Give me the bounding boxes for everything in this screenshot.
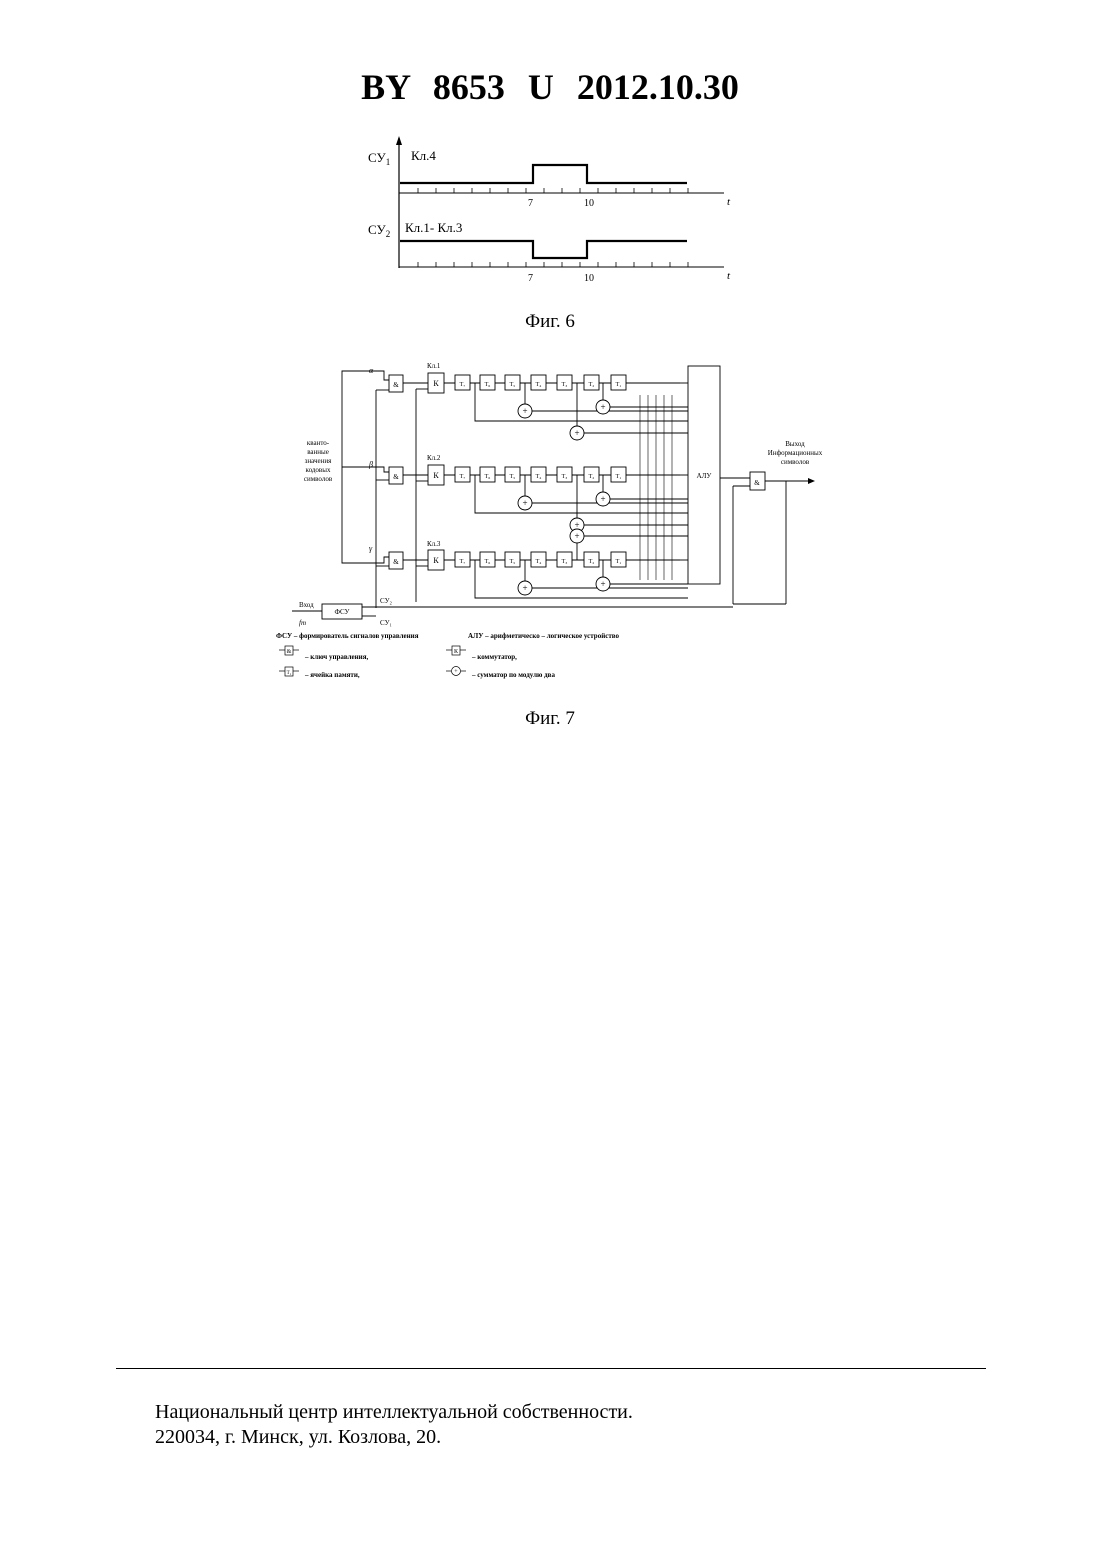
output-and-symbol: &	[754, 479, 760, 487]
memory-cell-label: T₁	[616, 474, 622, 480]
xor-adder-symbol: +	[574, 428, 579, 438]
legend-adder-icon: +	[454, 669, 458, 675]
group-label-line: символов	[304, 475, 333, 483]
commutator-symbol: К	[433, 471, 439, 480]
key-label-2: Кл.2	[427, 454, 441, 462]
freq-label: fт	[299, 619, 306, 627]
input-alpha: α	[369, 366, 374, 375]
processing-channels: &КT₇T₆T₅T₄T₃T₂T₁+++&КT₇T₆T₅T₄T₃T₂T₁+++&К…	[370, 371, 688, 598]
group-label-line: кодовых	[306, 466, 331, 474]
footer-line-2: 220034, г. Минск, ул. Козлова, 20.	[155, 1426, 441, 1449]
memory-cell-label: T₂	[589, 382, 595, 388]
xor-adder-symbol: +	[574, 531, 579, 541]
legend-and-icon: &	[287, 649, 292, 655]
legend-key: – ключ управления,	[304, 653, 368, 661]
memory-cell-label: T₅	[510, 474, 516, 480]
legend-memory-icon: T₁	[287, 671, 292, 676]
output-label-line: Информационных	[768, 449, 823, 457]
output-label-line: символов	[781, 458, 810, 466]
memory-cell-label: T₁	[616, 559, 622, 565]
memory-cell-label: T₃	[562, 559, 568, 565]
xor-adder-symbol: +	[600, 402, 605, 412]
group-label-line: ванные	[307, 448, 329, 456]
memory-cell-label: T₃	[562, 382, 568, 388]
memory-cell-label: T₁	[616, 382, 622, 388]
input-beta: β	[368, 460, 373, 469]
memory-cell-label: T₂	[589, 559, 595, 565]
legend-commutator: – коммутатор,	[471, 653, 517, 661]
fig7-legend: ФСУ – формирователь сигналов управления …	[276, 632, 620, 679]
fig7-caption: Фиг. 7	[0, 708, 1100, 730]
memory-cell-label: T₂	[589, 474, 595, 480]
xor-adder-symbol: +	[574, 520, 579, 530]
group-label-line: кванто-	[307, 439, 330, 447]
memory-cell-label: T₄	[536, 474, 542, 480]
xor-adder-symbol: +	[522, 406, 527, 416]
input-gamma: γ	[369, 544, 373, 553]
memory-cell-label: T₆	[485, 559, 491, 565]
and-gate-symbol: &	[393, 558, 399, 566]
input-label: Вход	[299, 601, 314, 609]
memory-cell-label: T₇	[460, 559, 466, 565]
memory-cell-label: T₅	[510, 382, 516, 388]
input-wire	[370, 557, 389, 563]
footer-line-1: Национальный центр интеллектуальной собс…	[155, 1401, 633, 1424]
memory-cell-label: T₅	[510, 559, 516, 565]
output-label-line: Выход	[785, 440, 805, 448]
group-label-line: значения	[305, 457, 332, 465]
xor-adder-symbol: +	[600, 579, 605, 589]
commutator-symbol: К	[433, 556, 439, 565]
legend-fsu: ФСУ – формирователь сигналов управления	[276, 632, 419, 640]
key-label-1: Кл.1	[427, 362, 441, 370]
memory-cell-label: T₇	[460, 474, 466, 480]
su1-bus-label: СУ₁	[380, 619, 392, 627]
fig7-block-diagram: &КT₇T₆T₅T₄T₃T₂T₁+++&КT₇T₆T₅T₄T₃T₂T₁+++&К…	[0, 0, 1100, 700]
memory-cell-label: T₄	[536, 559, 542, 565]
memory-cell-label: T₆	[485, 382, 491, 388]
and-gate-symbol: &	[393, 381, 399, 389]
memory-cell-label: T₆	[485, 474, 491, 480]
legend-commutator-icon: К	[454, 649, 459, 655]
xor-adder-symbol: +	[522, 498, 527, 508]
memory-cell-label: T₃	[562, 474, 568, 480]
memory-cell-label: T₇	[460, 382, 466, 388]
commutator-symbol: К	[433, 379, 439, 388]
xor-adder-symbol: +	[522, 583, 527, 593]
xor-adder-symbol: +	[600, 494, 605, 504]
footer-divider	[116, 1368, 986, 1369]
memory-cell-label: T₄	[536, 382, 542, 388]
legend-adder: – сумматор по модулю два	[471, 671, 555, 679]
su2-bus-label: СУ₂	[380, 597, 393, 605]
alu-label: АЛУ	[697, 472, 712, 480]
fsu-label: ФСУ	[334, 608, 349, 616]
and-gate-symbol: &	[393, 473, 399, 481]
legend-memory: – ячейка памяти,	[304, 671, 360, 679]
legend-alu: АЛУ – арифметическо – логическое устройс…	[468, 632, 620, 640]
key-label-3: Кл.3	[427, 540, 441, 548]
